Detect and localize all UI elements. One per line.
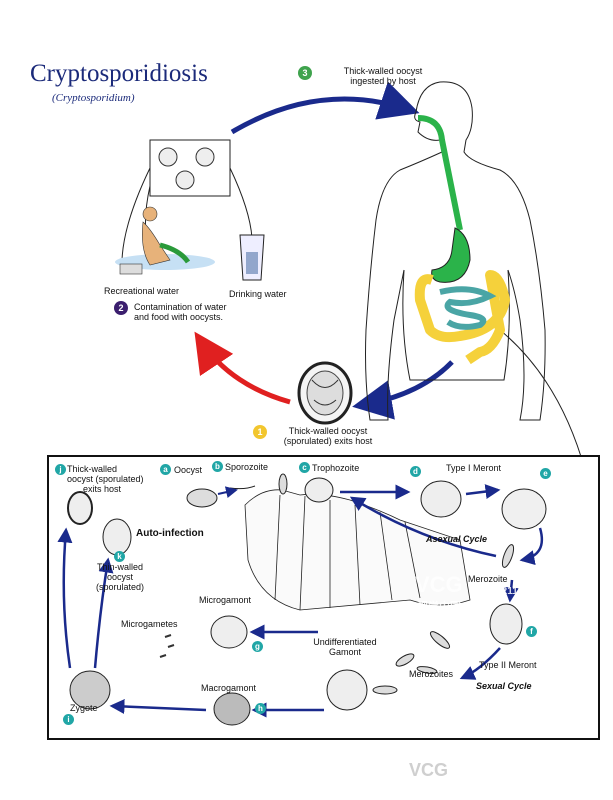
contamination-scene	[115, 139, 265, 281]
arrow-a-b	[217, 486, 238, 499]
arrow-d-e	[465, 484, 501, 499]
stage-g-badge: g	[252, 641, 263, 652]
undiff-line1: Undifferentiated	[313, 637, 377, 647]
undifferentiated-gamont-label: Undifferentiated Gamont	[307, 637, 383, 657]
stage-j-label: Thick-walled oocyst (sporulated) exits h…	[67, 464, 144, 494]
stage-a-badge: a	[160, 464, 171, 475]
recreational-water-label: Recreational water	[104, 286, 180, 296]
stage-k-label: Thin-walled oocyst (sporulated)	[92, 562, 148, 592]
diagram-title: Cryptosporidiosis	[30, 60, 208, 87]
arrow-zygote-j	[57, 527, 73, 669]
stage-j-line3: exits host	[83, 484, 122, 494]
small-intestine	[439, 286, 497, 330]
step-1-line1: Thick-walled oocyst	[288, 426, 368, 436]
arrow-f-merozoites	[459, 647, 501, 680]
undiff-line2: Gamont	[328, 647, 361, 657]
stage-g-label: Microgamont	[199, 595, 252, 605]
exiting-oocyst-illustration	[297, 361, 353, 425]
stage-a-label: Oocyst	[174, 465, 203, 475]
stage-b-label: Sporozoite	[225, 462, 269, 472]
arrow-exit-host	[352, 360, 454, 420]
stage-organisms	[67, 473, 547, 726]
microgametes-label: Microgametes	[121, 619, 178, 629]
stage-f-badge: f	[526, 626, 537, 637]
stage-e-badge: e	[540, 468, 551, 479]
step-3-label: Thick-walled oocyst ingested by host	[318, 66, 448, 86]
arrow-h-zygote	[109, 699, 207, 715]
stage-c-label: Trophozoite	[312, 463, 360, 473]
arrow-contamination	[194, 331, 291, 405]
drinking-water-label: Drinking water	[229, 289, 287, 299]
watermark-id: VCG211485271688	[480, 586, 568, 597]
stage-c-badge: c	[299, 462, 310, 473]
auto-infection-label: Auto-infection	[136, 528, 204, 539]
sexual-cycle-label: Sexual Cycle	[476, 681, 532, 691]
stage-i-badge: i	[63, 714, 74, 725]
step-2-line2: and food with oocysts.	[134, 312, 224, 322]
step-1-line2: (sporulated) exits host	[283, 436, 373, 446]
step-1-badge: 1	[253, 425, 267, 439]
step-3-badge: 3	[298, 66, 312, 80]
stage-f-label: Type II Meront	[479, 660, 537, 670]
watermark-brand-bottom: VCG	[409, 760, 449, 780]
arrow-merozoite-f	[503, 579, 519, 603]
esophagus	[417, 115, 463, 231]
step-2-label: Contamination of water and food with ooc…	[134, 302, 227, 322]
arrow-ingestion	[230, 81, 420, 135]
large-intestine	[414, 270, 510, 365]
merozoites-label: Merozoites	[409, 669, 454, 679]
asexual-cycle-label: Asexual Cycle	[426, 534, 488, 544]
watermark-brand: VCG	[415, 572, 463, 597]
stomach	[431, 227, 471, 283]
stage-b-badge: b	[212, 461, 223, 472]
step-3-line1: Thick-walled oocyst	[343, 66, 423, 76]
watermark-site: 视觉中国	[417, 601, 461, 613]
arrow-e-merozoite	[519, 527, 544, 565]
arrow-zygote-k	[93, 557, 114, 669]
stage-k-badge: k	[114, 551, 125, 562]
stage-k-line1: Thin-walled	[96, 562, 144, 572]
arrow-merozoite-c	[349, 496, 497, 558]
stage-j-line2: oocyst (sporulated)	[67, 474, 144, 484]
merozoite-label: Merozoite	[468, 574, 508, 584]
step-3-line2: ingested by host	[350, 76, 416, 86]
stage-d-badge: d	[410, 466, 421, 477]
stage-h-badge: h	[255, 703, 266, 714]
stage-d-label: Type I Meront	[446, 463, 502, 473]
stage-j-badge: j	[55, 464, 66, 475]
stage-k-line3: (sporulated)	[95, 582, 145, 592]
stage-k-line2: oocyst	[106, 572, 133, 582]
stage-i-label: Zygote	[70, 703, 98, 713]
step-2-badge: 2	[114, 301, 128, 315]
stage-j-line1: Thick-walled	[67, 464, 118, 474]
stage-h-label: Macrogamont	[201, 683, 257, 693]
step-1-label: Thick-walled oocyst (sporulated) exits h…	[268, 426, 388, 446]
step-2-line1: Contamination of water	[134, 302, 227, 312]
human-host-silhouette	[365, 81, 586, 471]
diagram-subtitle: (Cryptosporidium)	[52, 92, 135, 104]
